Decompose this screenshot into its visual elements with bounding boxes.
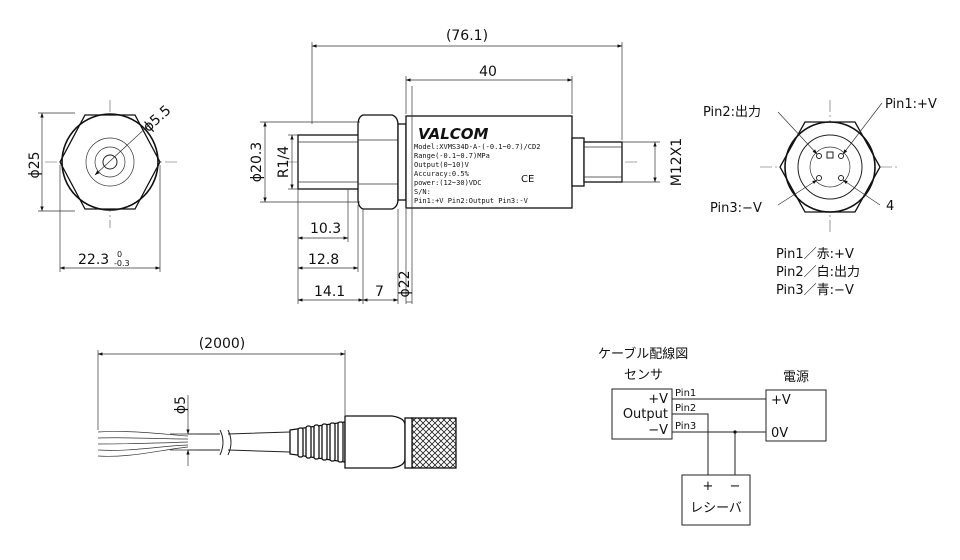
dim-dia-body: ϕ22 <box>397 270 413 297</box>
label-model: Model:XVMS34D-A-(-0.1~0.7)/CD2 <box>414 143 540 151</box>
dim-connector-thread: M12X1 <box>669 138 685 186</box>
front-hex-outline <box>59 114 161 210</box>
label-serial: S/N: <box>414 188 431 196</box>
wire-pin2: Pin2 <box>675 403 696 414</box>
wire-pin1: Pin1 <box>675 388 696 399</box>
sensor-title: センサ <box>624 368 663 383</box>
dim-dia-thread-root: ϕ20.3 <box>249 142 265 182</box>
cable-length: (2000) <box>199 336 246 352</box>
conn-pin3-label: Pin3:−V <box>710 201 762 216</box>
pin-legend-3: Pin3／青:−V <box>776 283 854 298</box>
pin2-socket <box>816 153 822 159</box>
hex-nut <box>357 114 399 210</box>
front-dia-hole: ϕ5.5 <box>140 103 174 136</box>
front-view: ϕ25 ϕ5.5 22.3 0 -0.3 <box>27 100 180 272</box>
label-range: Range(-0.1~0.7)MPa <box>414 152 490 160</box>
dim-thread-b: 12.8 <box>308 252 339 268</box>
power-plus-v: +V <box>771 393 791 408</box>
sensor-plus-v: +V <box>648 392 668 407</box>
front-hex-tol-upper: 0 <box>117 250 122 259</box>
thread-section <box>297 134 364 190</box>
receiver-box <box>681 474 751 526</box>
label-power: power:(12~30)VDC <box>414 179 481 187</box>
knurled-nut <box>411 417 457 469</box>
dim-thread-spec: R1/4 <box>276 146 292 178</box>
power-title: 電源 <box>783 370 809 385</box>
cable-view: (2000) ϕ5 <box>97 336 457 469</box>
wiring-title: ケーブル配線図 <box>598 346 688 362</box>
wiring-diagram: ケーブル配線図 センサ +V Output −V 電源 +V 0V Pin1 P… <box>598 346 827 526</box>
conn-pin1-label: Pin1:+V <box>885 97 937 112</box>
connector-thread <box>583 141 623 183</box>
receiver-label: レシーバ <box>690 501 742 516</box>
receiver-plus: + <box>703 479 714 494</box>
wire-pin3: Pin3 <box>675 421 696 432</box>
label-ce: CE <box>521 174 534 185</box>
connector-hex <box>779 121 881 213</box>
label-brand: VALCOM <box>418 125 489 143</box>
front-dia-body: ϕ25 <box>27 151 43 178</box>
side-view: VALCOM Model:XVMS34D-A-(-0.1~0.7)/CD2 Ra… <box>249 28 685 304</box>
front-hex-tol-lower: -0.3 <box>114 259 130 268</box>
conn-pin4-label: 4 <box>886 199 894 214</box>
dim-thread-a: 10.3 <box>310 221 341 237</box>
pin-legend-1: Pin1／赤:+V <box>776 247 854 262</box>
sensor-output: Output <box>623 407 668 422</box>
receiver-minus: − <box>730 479 741 494</box>
connector-view: Pin2:出力 Pin1:+V Pin3:−V 4 Pin1／赤:+V Pin2… <box>703 97 937 298</box>
connector-body <box>344 415 406 469</box>
sensor-minus-v: −V <box>648 423 668 438</box>
power-zero-v: 0V <box>771 426 788 441</box>
dim-overall-length: (76.1) <box>446 28 488 44</box>
label-output: Output(0~10)V <box>414 161 470 169</box>
front-hex-width: 22.3 <box>78 252 109 268</box>
dim-thread-c: 14.1 <box>314 284 345 300</box>
dim-hex-width: 7 <box>375 284 384 300</box>
sensor-label: VALCOM Model:XVMS34D-A-(-0.1~0.7)/CD2 Ra… <box>414 125 540 205</box>
dim-body-length: 40 <box>479 64 497 80</box>
conn-pin2-label: Pin2:出力 <box>703 105 761 120</box>
pin-legend-2: Pin2／白:出力 <box>776 264 860 280</box>
pin1-socket <box>838 153 844 159</box>
pin3-socket <box>816 175 822 181</box>
label-accuracy: Accuracy:0.5% <box>414 170 470 178</box>
label-pins: Pin1:+V Pin2:Output Pin3:-V <box>414 197 529 205</box>
power-box <box>765 389 827 442</box>
pin4-socket <box>838 175 844 181</box>
cable-dia: ϕ5 <box>173 396 189 414</box>
